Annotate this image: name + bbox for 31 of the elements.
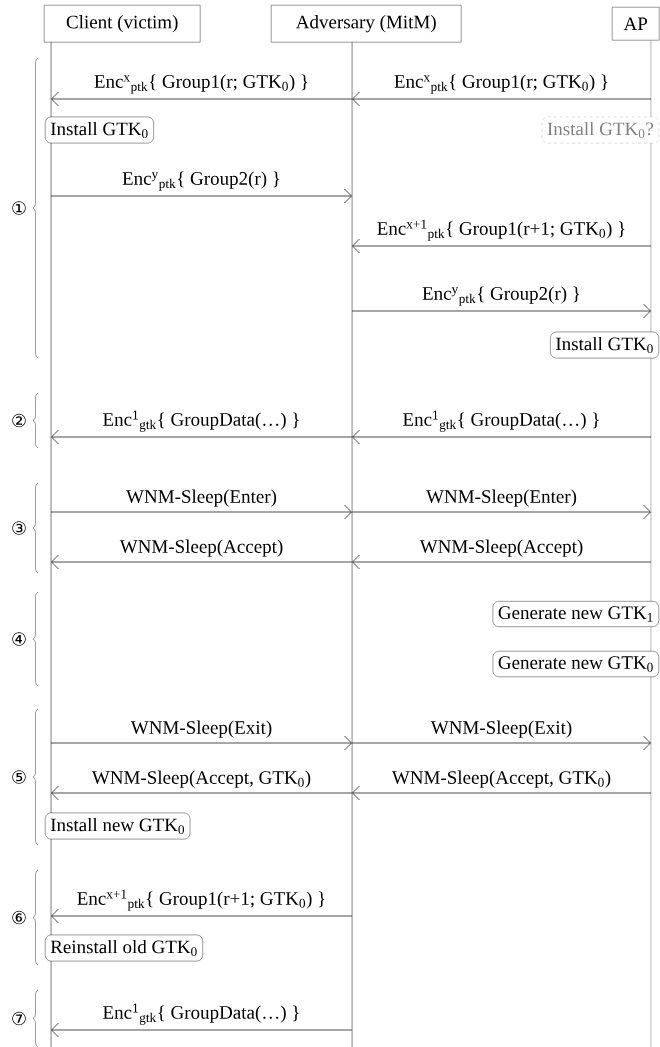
phase-number: ① xyxy=(12,201,26,215)
action-box: Install GTK$_{0}$? xyxy=(541,116,659,144)
message-arrow xyxy=(351,735,651,751)
message-arrow xyxy=(352,554,652,570)
message-arrow xyxy=(50,188,352,204)
phase-number: ⑦ xyxy=(12,1011,26,1026)
action-box: Generate new GTK$_{1}$ xyxy=(492,601,659,627)
message-arrow xyxy=(51,91,353,107)
phase-number: ③ xyxy=(12,521,26,535)
message-arrow xyxy=(50,735,352,751)
message-arrow xyxy=(51,429,353,445)
message-arrow xyxy=(51,1022,353,1038)
action-box: Reinstall old GTK$_{0}$ xyxy=(45,934,203,962)
message-arrow xyxy=(51,554,353,570)
action-box: Install GTK$_{0}$ xyxy=(550,331,659,359)
phase-number: ⑥ xyxy=(12,910,26,925)
message-arrow xyxy=(51,785,353,801)
message-arrow xyxy=(352,429,652,445)
message-arrow xyxy=(352,785,652,801)
phase-number: ⑤ xyxy=(12,770,26,784)
action-box: Generate new GTK$_{0}$ xyxy=(492,651,659,677)
message-arrow xyxy=(50,504,352,520)
message-arrow xyxy=(352,238,652,254)
message-arrow xyxy=(51,908,353,924)
action-box: Install GTK$_{0}$ xyxy=(45,116,154,144)
message-arrow xyxy=(351,504,651,520)
message-arrow xyxy=(351,303,651,319)
phase-number: ② xyxy=(12,413,26,428)
phase-number: ④ xyxy=(12,632,26,646)
message-arrow xyxy=(352,91,652,107)
action-box: Install new GTK$_{0}$ xyxy=(45,812,191,840)
